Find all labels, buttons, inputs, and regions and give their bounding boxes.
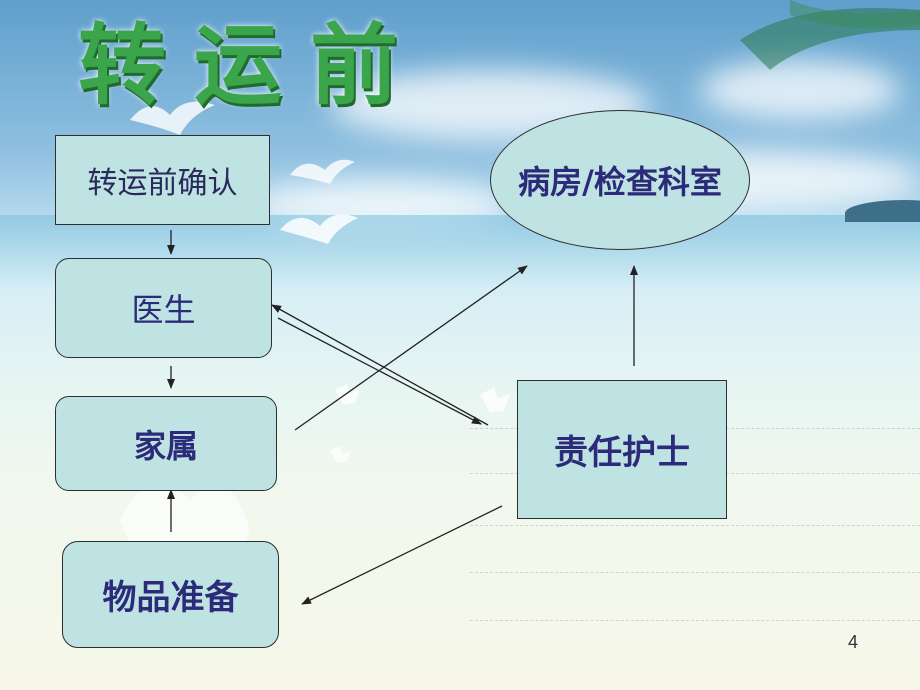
sand-line (470, 525, 920, 526)
butterfly-icon (480, 387, 510, 413)
node-label: 医生 (131, 291, 196, 329)
cloud (700, 60, 900, 120)
node-label: 病房/检查科室 (518, 163, 722, 201)
arrow-family-to-ward (294, 265, 528, 431)
bird-icon (130, 101, 215, 135)
slide-title: 转运前 (78, 13, 427, 117)
butterfly-icon (330, 446, 351, 463)
node-ward-exam-dept: 病房/检查科室 (490, 110, 750, 250)
node-label: 责任护士 (554, 433, 690, 473)
node-supplies: 物品准备 (62, 541, 279, 648)
arrow-nurse-to-supplies (301, 505, 503, 605)
sand-line (470, 620, 920, 621)
bird-icon (290, 159, 355, 184)
palm-leaf-icon (790, 0, 920, 29)
node-nurse: 责任护士 (517, 380, 727, 519)
node-label: 物品准备 (102, 578, 239, 618)
node-transfer-confirm: 转运前确认 (55, 135, 270, 225)
butterfly-icon (335, 384, 360, 405)
node-doctor: 医生 (55, 258, 272, 358)
node-label: 转运前确认 (87, 166, 238, 201)
page-number: 4 (848, 632, 859, 652)
node-family: 家属 (55, 396, 277, 491)
sand-line (470, 572, 920, 573)
arrow-nurse-to-doctor (271, 304, 489, 426)
node-label: 家属 (133, 426, 198, 465)
bird-icon (280, 214, 358, 244)
island (845, 200, 920, 222)
